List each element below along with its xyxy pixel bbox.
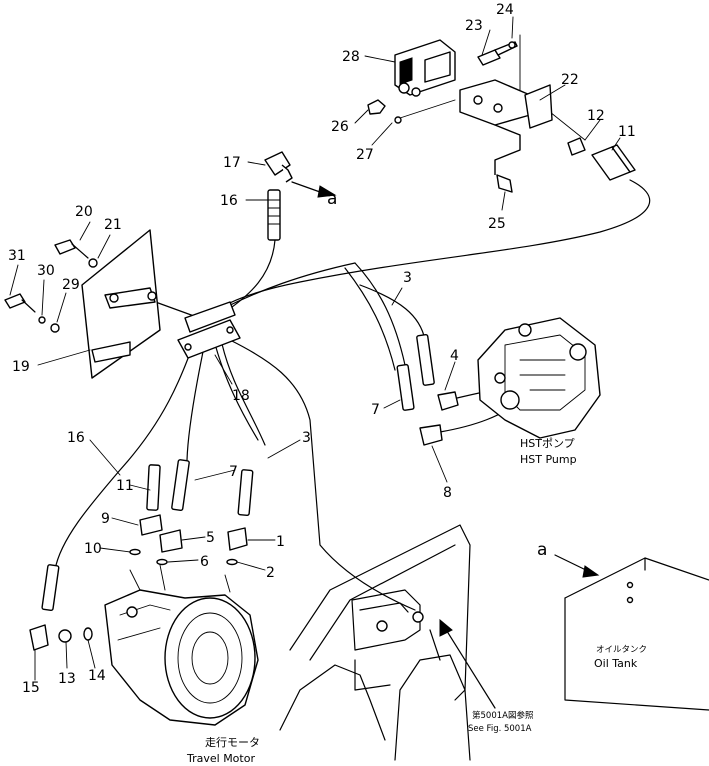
travel-motor-label-en: Travel Motor (186, 752, 255, 765)
lower-hoses (41, 459, 254, 612)
block-18 (177, 301, 241, 359)
callout-2: 2 (266, 565, 275, 581)
hst-pump-label-en: HST Pump (520, 453, 577, 466)
callout-16-upper: 16 (220, 193, 238, 209)
valve-28 (394, 39, 456, 97)
callout-18: 18 (232, 388, 250, 404)
callout-11-lower: 11 (116, 478, 134, 494)
callout-26: 26 (331, 119, 349, 135)
callout-25: 25 (488, 216, 506, 232)
callout-11-upper: 11 (618, 124, 636, 140)
callout-7-lower: 7 (229, 464, 238, 480)
callout-12: 12 (587, 108, 605, 124)
callout-4: 4 (450, 348, 459, 364)
callout-28: 28 (342, 49, 360, 65)
oil-tank-label-en: Oil Tank (594, 657, 638, 670)
callout-5: 5 (206, 530, 215, 546)
callout-10: 10 (84, 541, 102, 557)
callout-23: 23 (465, 18, 483, 34)
callout-17: 17 (223, 155, 241, 171)
callout-30: 30 (37, 263, 55, 279)
callout-6: 6 (200, 554, 209, 570)
callout-31: 31 (8, 248, 26, 264)
callout-9: 9 (101, 511, 110, 527)
hardware-top (367, 41, 636, 193)
fitting-17 (264, 151, 337, 198)
see-fig-label-en: See Fig. 5001A (468, 724, 532, 734)
callout-7-upper: 7 (371, 402, 380, 418)
bracket-19 (81, 229, 161, 379)
hst-pump-label-jp: HSTポンプ (520, 437, 575, 450)
travel-motor (104, 589, 259, 726)
bracket-22 (459, 79, 553, 175)
callout-13: 13 (58, 671, 76, 687)
callout-1: 1 (276, 534, 285, 550)
callout-20: 20 (75, 204, 93, 220)
hardware-left (4, 239, 98, 333)
callout-3-upper: 3 (403, 270, 412, 286)
callout-29: 29 (62, 277, 80, 293)
callout-numbers: 1 2 3 3 4 5 6 7 7 8 9 10 11 11 12 13 14 … (8, 2, 636, 696)
callout-22: 22 (561, 72, 579, 88)
hose-16-top (267, 189, 281, 241)
frame-structure (279, 524, 496, 761)
see-fig-label-jp: 第5001A図参照 (472, 710, 534, 721)
motor-fittings (29, 624, 93, 651)
travel-motor-label-jp: 走行モータ (205, 736, 260, 749)
hst-pump (477, 317, 601, 439)
pump-hoses (396, 333, 459, 446)
callout-27: 27 (356, 147, 374, 163)
ref-a-tank: a (537, 540, 547, 560)
oil-tank-label-jp: オイルタンク (596, 645, 647, 655)
callout-8: 8 (443, 485, 452, 501)
oil-tank (554, 554, 709, 711)
callout-16-lower: 16 (67, 430, 85, 446)
leader-lines (9, 16, 621, 681)
callout-24: 24 (496, 2, 514, 18)
callout-3-lower: 3 (302, 430, 311, 446)
text-labels: a a HSTポンプ HST Pump 走行モータ Travel Motor オ… (186, 189, 647, 765)
ref-a-top: a (327, 189, 337, 209)
callout-14: 14 (88, 668, 106, 684)
callout-19: 19 (12, 359, 30, 375)
callout-21: 21 (104, 217, 122, 233)
callout-15: 15 (22, 680, 40, 696)
